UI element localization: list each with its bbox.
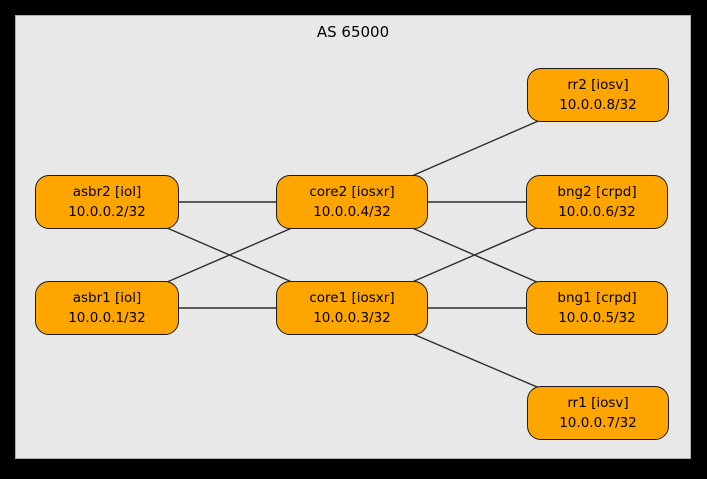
node-name: rr1 [iosv] xyxy=(567,395,629,411)
node-bng1: bng1 [crpd] 10.0.0.5/32 xyxy=(526,281,668,335)
node-name: core1 [iosxr] xyxy=(309,290,395,306)
node-rr2: rr2 [iosv] 10.0.0.8/32 xyxy=(527,68,669,122)
node-asbr2: asbr2 [iol] 10.0.0.2/32 xyxy=(35,175,179,229)
node-loopback-ip: 10.0.0.1/32 xyxy=(68,310,146,326)
node-core2: core2 [iosxr] 10.0.0.4/32 xyxy=(276,175,428,229)
node-name: bng2 [crpd] xyxy=(557,184,637,200)
cluster-title: AS 65000 xyxy=(316,23,390,41)
node-loopback-ip: 10.0.0.3/32 xyxy=(313,310,391,326)
node-name: asbr1 [iol] xyxy=(72,290,142,306)
node-name: asbr2 [iol] xyxy=(72,184,142,200)
node-loopback-ip: 10.0.0.5/32 xyxy=(558,310,636,326)
node-loopback-ip: 10.0.0.2/32 xyxy=(68,204,146,220)
node-loopback-ip: 10.0.0.7/32 xyxy=(559,415,637,431)
node-rr1: rr1 [iosv] 10.0.0.7/32 xyxy=(527,386,669,440)
node-loopback-ip: 10.0.0.8/32 xyxy=(559,97,637,113)
node-name: bng1 [crpd] xyxy=(557,290,637,306)
node-name: core2 [iosxr] xyxy=(309,184,395,200)
node-asbr1: asbr1 [iol] 10.0.0.1/32 xyxy=(35,281,179,335)
node-name: rr2 [iosv] xyxy=(567,77,629,93)
node-loopback-ip: 10.0.0.6/32 xyxy=(558,204,636,220)
node-loopback-ip: 10.0.0.4/32 xyxy=(313,204,391,220)
node-core1: core1 [iosxr] 10.0.0.3/32 xyxy=(276,281,428,335)
node-bng2: bng2 [crpd] 10.0.0.6/32 xyxy=(526,175,668,229)
